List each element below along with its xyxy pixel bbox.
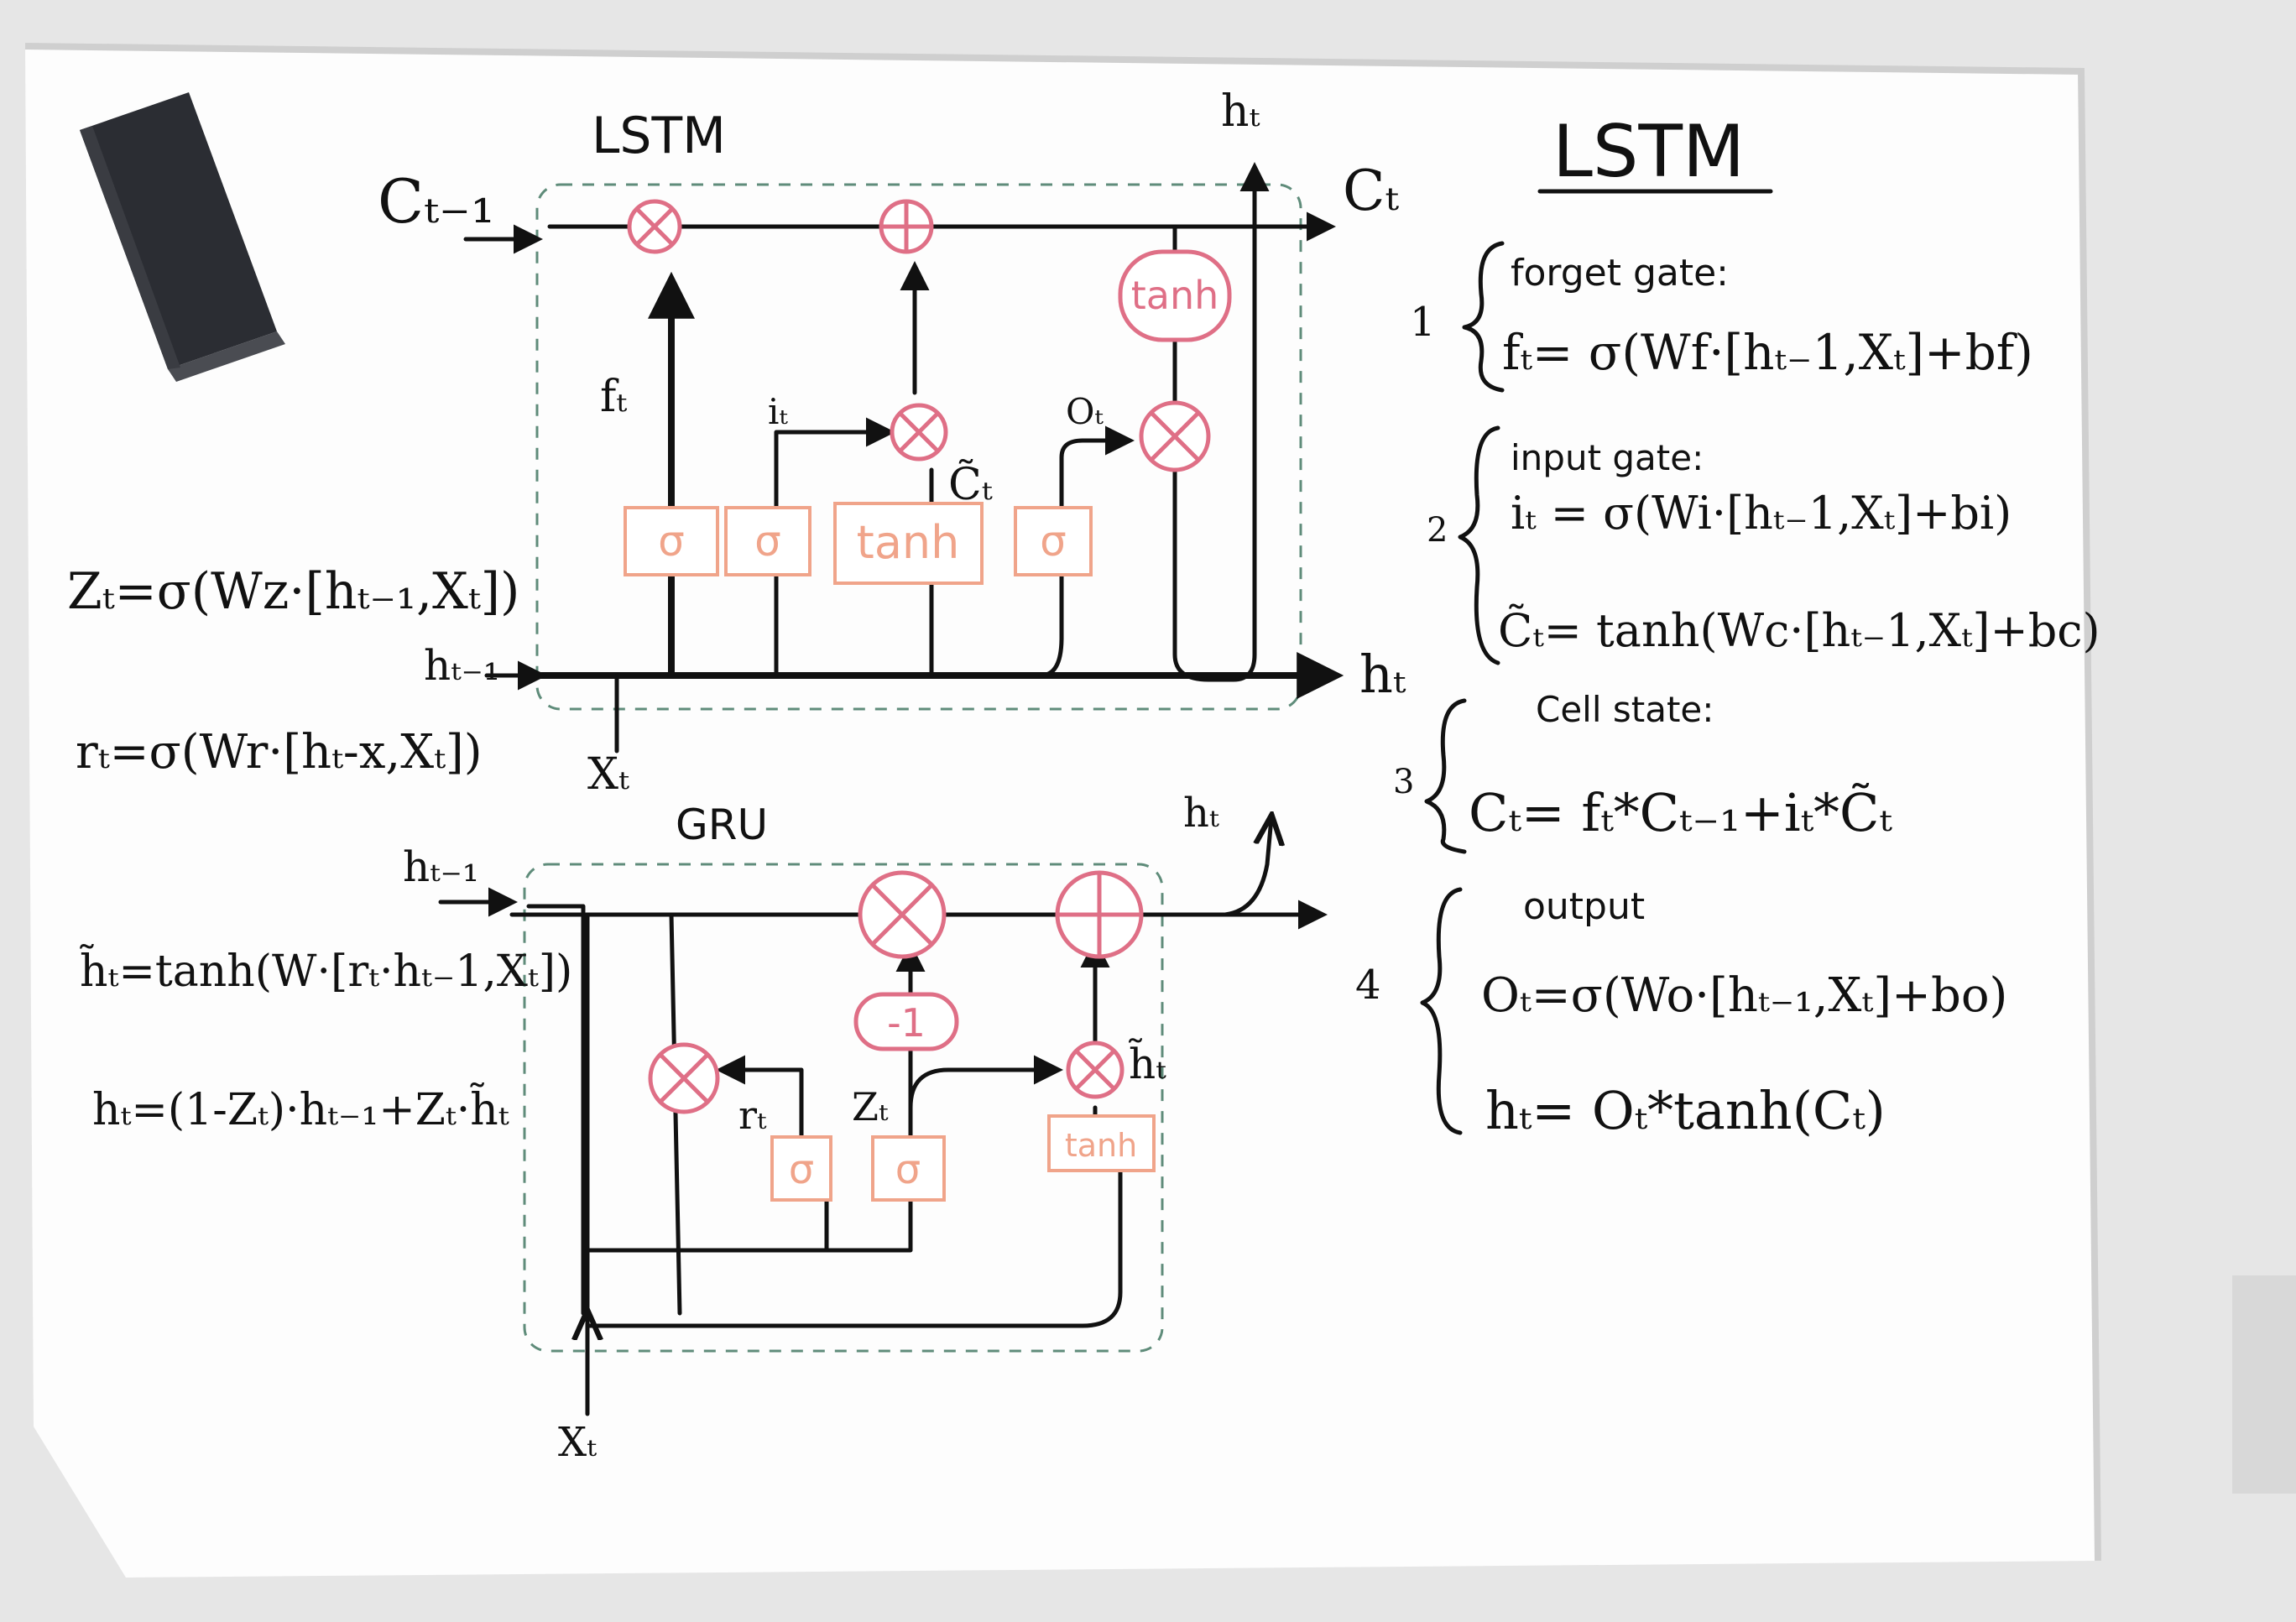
svg-text:σ: σ xyxy=(658,517,685,566)
svg-text:tanh: tanh xyxy=(857,516,960,569)
section-heading-1: forget gate: xyxy=(1511,252,1729,295)
section-heading-2: input gate: xyxy=(1511,437,1704,478)
svg-text:σ: σ xyxy=(789,1146,814,1193)
gru-update-sigma-box: σ xyxy=(873,1137,944,1200)
section-number-3: 3 xyxy=(1393,763,1414,801)
lstm-title: LSTM xyxy=(592,107,726,165)
lstm-ft-label: fₜ xyxy=(600,372,627,422)
section-line-4-1: Oₜ=σ(Wo·[hₜ₋₁,Xₜ]+bo) xyxy=(1481,968,2007,1023)
section-line-3-1: Cₜ= fₜ*Cₜ₋₁+iₜ*C̃ₜ xyxy=(1469,782,1892,843)
section-number-2: 2 xyxy=(1427,511,1448,550)
gru-add-node xyxy=(1057,873,1141,957)
gru-candidate-tanh-box: tanh xyxy=(1049,1116,1154,1171)
gru-rt-label: rₜ xyxy=(738,1093,767,1138)
lstm-forget-sigma-box: σ xyxy=(625,508,718,575)
section-line-2-1: iₜ = σ(Wi·[hₜ₋1,Xₜ]+bi) xyxy=(1511,487,2012,540)
section-number-4: 4 xyxy=(1355,962,1381,1009)
lstm-input-sigma-box: σ xyxy=(726,508,810,575)
gru-equation-h: hₜ=(1-Zₜ)·hₜ₋₁+Zₜ·h̃ₜ xyxy=(92,1082,509,1135)
lstm-it-label: iₜ xyxy=(768,391,788,432)
gru-zt-label: Zₜ xyxy=(852,1084,889,1129)
gru-hout-label: hₜ xyxy=(1183,790,1219,837)
gru-minus-one-node: -1 xyxy=(856,994,957,1049)
lstm-ctilde-label: C̃ₜ xyxy=(948,459,993,510)
gru-reset-multiply-node xyxy=(650,1045,718,1112)
lstm-cout-label: Cₜ xyxy=(1343,159,1399,223)
svg-text:σ: σ xyxy=(895,1146,921,1193)
section-heading-4: output xyxy=(1523,885,1645,928)
lstm-ot-label: Oₜ xyxy=(1066,391,1104,432)
lstm-input-multiply-node xyxy=(892,405,946,459)
lstm-candidate-tanh-box: tanh xyxy=(835,503,982,583)
svg-text:tanh: tanh xyxy=(1065,1127,1137,1164)
gru-title: GRU xyxy=(676,801,768,849)
gru-reset-sigma-box: σ xyxy=(772,1137,831,1200)
gru-htilde-label: h̃ₜ xyxy=(1129,1037,1167,1088)
section-line-2-2: C̃ₜ= tanh(Wc·[hₜ₋1,Xₜ]+bc) xyxy=(1498,603,2100,657)
lstm-htop-label: hₜ xyxy=(1221,86,1260,137)
gru-equation-z: Zₜ=σ(Wz·[hₜ₋₁,Xₜ]) xyxy=(67,562,519,621)
gru-hprev-label: hₜ₋₁ xyxy=(403,842,479,891)
svg-text:tanh: tanh xyxy=(1131,273,1219,318)
lstm-output-sigma-box: σ xyxy=(1015,508,1091,575)
section-line-4-2: hₜ= Oₜ*tanh(Cₜ) xyxy=(1485,1080,1886,1141)
svg-text:σ: σ xyxy=(1040,517,1067,566)
lstm-xt-label: Xₜ xyxy=(587,749,629,800)
section-heading-3: Cell state: xyxy=(1536,689,1714,730)
lstm-forget-multiply-node xyxy=(629,201,680,252)
lstm-tanh-node: tanh xyxy=(1120,252,1229,340)
svg-text:σ: σ xyxy=(754,517,781,566)
gru-equation-htilde: h̃ₜ=tanh(W·[rₜ·hₜ₋1,Xₜ]) xyxy=(79,944,572,997)
gru-xt-label: Xₜ xyxy=(558,1419,597,1466)
wall-object xyxy=(2232,1275,2296,1494)
gru-candidate-multiply-node xyxy=(1068,1043,1122,1097)
lstm-add-node xyxy=(881,201,931,252)
section-line-1-1: fₜ= σ(Wf·[hₜ₋1,Xₜ]+bf) xyxy=(1502,324,2033,381)
svg-text:-1: -1 xyxy=(887,1000,926,1046)
lstm-hout-label: hₜ xyxy=(1359,644,1406,705)
lstm-output-multiply-node xyxy=(1141,403,1208,470)
lstm-cprev-label: Cₜ₋₁ xyxy=(378,166,495,237)
gru-equation-r: rₜ=σ(Wr·[hₜ-x,Xₜ]) xyxy=(76,725,483,780)
lstm-equations-title: LSTM xyxy=(1552,110,1745,194)
lstm-hprev-label: hₜ₋₁ xyxy=(424,641,500,690)
section-number-1: 1 xyxy=(1410,299,1436,346)
gru-top-multiply-node xyxy=(860,873,944,957)
